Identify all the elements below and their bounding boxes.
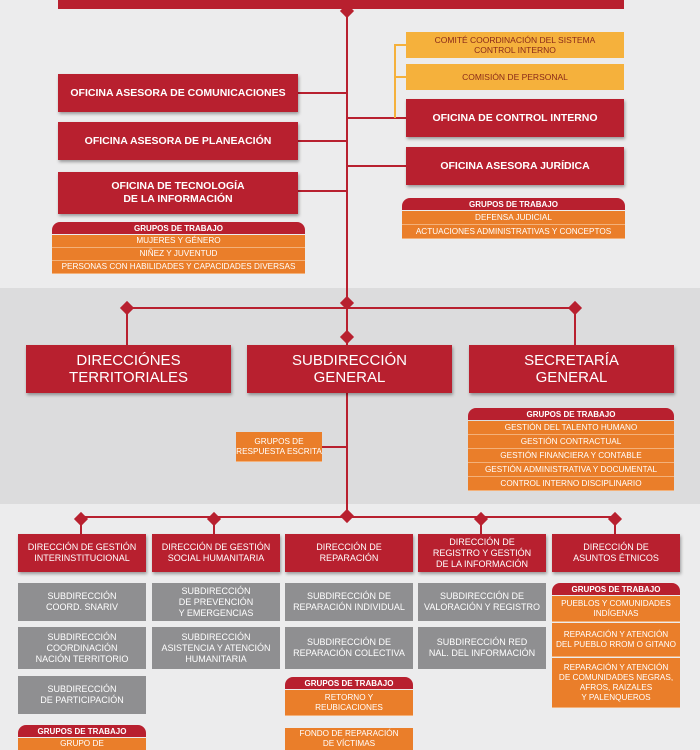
office-box: OFICINA ASESORA DE PLANEACIÓN [58,122,298,160]
office-box: OFICINA ASESORA DE COMUNICACIONES [58,74,298,112]
working-groups-header: GRUPOS DE TRABAJO [552,583,680,595]
subdirection-box: SUBDIRECCIÓN DE PARTICIPACIÓN [18,676,146,714]
working-group-item: ACTUACIONES ADMINISTRATIVAS Y CONCEPTOS [402,225,625,239]
working-group-item: GESTIÓN DEL TALENTO HUMANO [468,421,674,435]
working-groups-header: GRUPOS DE TRABAJO [468,408,674,420]
working-group-item: GESTIÓN FINANCIERA Y CONTABLE [468,449,674,463]
subdirection-box: SUBDIRECCIÓN DE REPARACIÓN INDIVIDUAL [285,583,413,621]
subdirection-box: SUBDIRECCIÓN COORDINACIÓN NACIÓN TERRITO… [18,627,146,669]
connector-line [574,307,576,345]
working-group-item: FONDO DE REPARACIÓN DE VÍCTIMAS [285,728,413,750]
unit-box: SUBDIRECCIÓN GENERAL [247,345,452,393]
connector-line [127,307,575,309]
direction-box: DIRECCIÓN DE GESTIÓN INTERINSTITUCIONAL [18,534,146,572]
connector-line [298,92,346,94]
connector-node [206,511,222,527]
main-trunk-line [346,9,348,519]
connector-line [394,44,406,46]
working-group-item: DEFENSA JUDICIAL [402,211,625,225]
office-box: OFICINA DE CONTROL INTERNO [406,99,624,137]
connector-node [607,511,623,527]
subdirection-box: SUBDIRECCIÓN DE PREVENCIÓN Y EMERGENCIAS [152,583,280,621]
unit-box: SECRETARÍA GENERAL [469,345,674,393]
subdirection-box: SUBDIRECCIÓN DE VALORACIÓN Y REGISTRO [418,583,546,621]
working-groups-header: GRUPOS DE TRABAJO [402,198,625,210]
connector-line [348,117,406,119]
working-group-item: GESTIÓN CONTRACTUAL [468,435,674,449]
working-group-item: REPARACIÓN Y ATENCIÓN DEL PUEBLO RROM O … [552,623,680,657]
connector-line [126,307,128,345]
subdirection-box: SUBDIRECCIÓN COORD. SNARIV [18,583,146,621]
working-group-item: GRUPO DE [18,738,146,750]
response-group-box: GRUPOS DE RESPUESTA ESCRITA [236,432,322,462]
committee-box: COMISIÓN DE PERSONAL [406,64,624,90]
unit-box: DIRECCIÓNES TERRITORIALES [26,345,231,393]
working-group-item: RETORNO Y REUBICACIONES [285,690,413,716]
working-groups-header: GRUPOS DE TRABAJO [285,677,413,689]
office-box: OFICINA ASESORA JURÍDICA [406,147,624,185]
working-group-item: MUJERES Y GÉNERO [52,235,305,248]
subdirection-box: SUBDIRECCIÓN DE REPARACIÓN COLECTIVA [285,627,413,669]
connector-line [81,516,615,518]
working-group-item: PERSONAS CON HABILIDADES Y CAPACIDADES D… [52,261,305,274]
committee-box: COMITÉ COORDINACIÓN DEL SISTEMA CONTROL … [406,32,624,58]
direction-box: DIRECCIÓN DE REPARACIÓN [285,534,413,572]
working-group-item: PUEBLOS Y COMUNIDADES INDÍGENAS [552,596,680,622]
working-group-item: REPARACIÓN Y ATENCIÓN DE COMUNIDADES NEG… [552,658,680,708]
working-group-item: GESTIÓN ADMINISTRATIVA Y DOCUMENTAL [468,463,674,477]
connector-line [298,140,346,142]
direction-box: DIRECCIÓN DE REGISTRO Y GESTIÓN DE LA IN… [418,534,546,572]
direction-box: DIRECCIÓN DE GESTIÓN SOCIAL HUMANITARIA [152,534,280,572]
connector-line [394,76,406,78]
subdirection-box: SUBDIRECCIÓN ASISTENCIA Y ATENCIÓN HUMAN… [152,627,280,669]
working-groups-header: GRUPOS DE TRABAJO [18,725,146,737]
connector-line [348,165,406,167]
connector-line [394,44,396,118]
working-groups-header: GRUPOS DE TRABAJO [52,222,305,234]
subdirection-box: SUBDIRECCIÓN RED NAL. DEL INFORMACIÓN [418,627,546,669]
working-group-item: CONTROL INTERNO DISCIPLINARIO [468,477,674,491]
connector-node [473,511,489,527]
direction-box: DIRECCIÓN DE ASUNTOS ÉTNICOS [552,534,680,572]
working-group-item: NIÑEZ Y JUVENTUD [52,248,305,261]
office-box: OFICINA DE TECNOLOGÍA DE LA INFORMACIÓN [58,172,298,214]
top-header-box [58,0,624,9]
connector-line [322,446,346,448]
connector-line [298,190,346,192]
connector-node [73,511,89,527]
